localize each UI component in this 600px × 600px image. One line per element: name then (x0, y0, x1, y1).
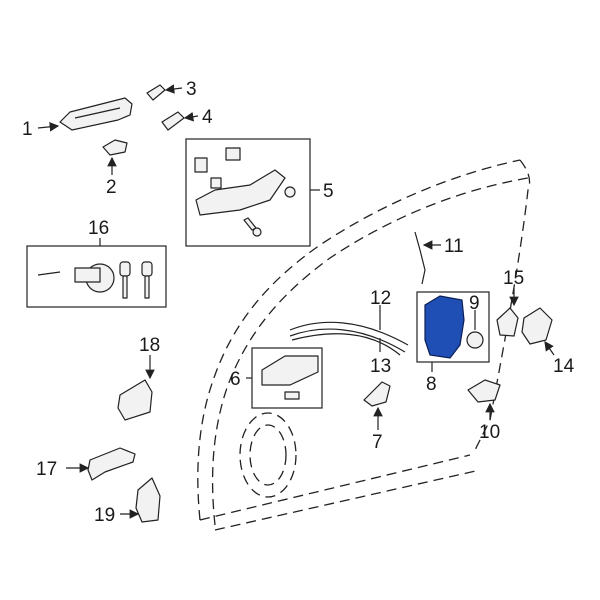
callout-5: 5 (323, 181, 334, 202)
callout-9: 9 (469, 293, 480, 314)
inside-handle-bezel (363, 381, 391, 407)
handle-frame-box (185, 138, 311, 247)
upper-hinge (117, 379, 153, 421)
door-check (87, 447, 136, 481)
lock-cylinder-keys (37, 261, 153, 299)
door-outline (197, 159, 531, 531)
callout-17: 17 (36, 459, 57, 480)
door-lock-actuator-box (416, 291, 490, 363)
callout-1: 1 (22, 119, 33, 140)
handle-bezel (102, 139, 128, 156)
lock-cylinder-box (26, 245, 167, 308)
callout-4: 4 (202, 107, 213, 128)
callout-6: 6 (230, 369, 241, 390)
callout-12: 12 (370, 288, 391, 309)
callout-10: 10 (479, 422, 500, 443)
striker-cover (496, 307, 519, 337)
door-lock-actuator (424, 295, 484, 359)
leader-lines (37, 84, 555, 519)
callout-2: 2 (106, 177, 117, 198)
handle-pad-3 (146, 84, 166, 101)
handle-frame (194, 147, 296, 237)
callout-11: 11 (444, 236, 464, 257)
inside-handle (261, 355, 319, 400)
lock-cables (289, 321, 409, 356)
lock-switch (467, 379, 501, 403)
lower-hinge (135, 477, 161, 523)
callout-19: 19 (94, 505, 115, 526)
handle-pad-4 (161, 111, 185, 131)
callout-3: 3 (186, 79, 197, 100)
callout-16: 16 (88, 218, 109, 239)
callout-7: 7 (372, 432, 383, 453)
callout-14: 14 (553, 356, 575, 377)
outside-door-handle (59, 97, 133, 131)
callout-15: 15 (503, 268, 524, 289)
lock-rod (414, 231, 426, 285)
door-striker (521, 307, 553, 345)
callout-18: 18 (139, 335, 160, 356)
callout-8: 8 (426, 374, 437, 395)
callout-13: 13 (370, 356, 391, 377)
